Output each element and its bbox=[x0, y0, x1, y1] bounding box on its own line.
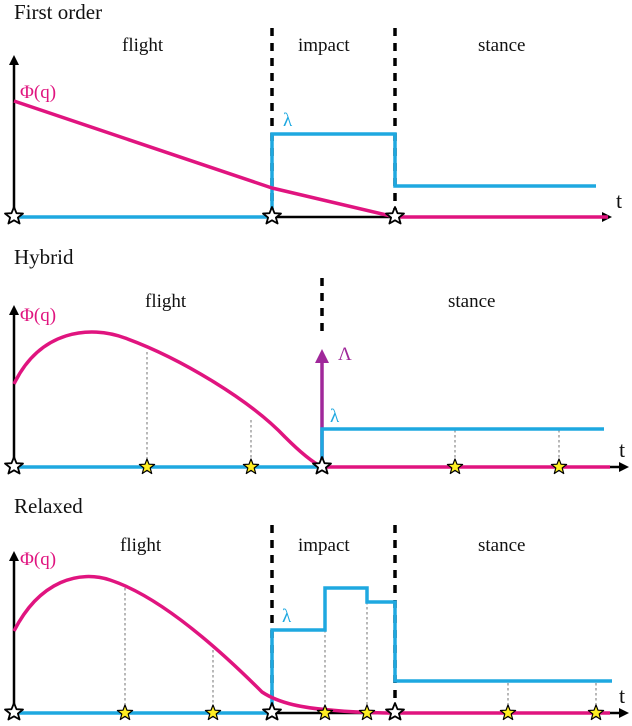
star-marker bbox=[116, 704, 134, 721]
panel-relaxed: Relaxed flight impact stance t Φ(q) λ bbox=[4, 494, 629, 721]
star-marker bbox=[4, 456, 24, 475]
phase-label-stance: stance bbox=[478, 35, 525, 56]
phi-curve bbox=[13, 99, 608, 219]
phase-label-impact: impact bbox=[298, 35, 350, 56]
star-marker bbox=[262, 702, 282, 721]
phi-curve bbox=[12, 330, 610, 469]
phase-label-flight: flight bbox=[145, 291, 187, 312]
impulse-label: Λ bbox=[338, 344, 352, 365]
phase-label-flight: flight bbox=[122, 35, 164, 56]
time-axis-label: t bbox=[619, 437, 625, 462]
lambda-curve bbox=[14, 132, 596, 219]
star-marker bbox=[385, 206, 405, 225]
star-marker bbox=[262, 206, 282, 225]
time-axis-label: t bbox=[619, 683, 625, 708]
star-marker bbox=[316, 704, 334, 721]
star-marker bbox=[204, 704, 222, 721]
star-marker bbox=[499, 704, 517, 721]
star-marker bbox=[4, 206, 24, 225]
panel-title: Relaxed bbox=[14, 494, 83, 518]
panel-hybrid: Hybrid flight stance t Λ Φ(q) λ bbox=[4, 245, 629, 475]
panel-title: First order bbox=[14, 0, 102, 24]
star-marker bbox=[312, 456, 332, 475]
star-marker bbox=[242, 458, 260, 475]
lambda-label: λ bbox=[330, 406, 340, 427]
lambda-label: λ bbox=[282, 606, 292, 627]
lambda-label: λ bbox=[283, 110, 293, 131]
phase-label-stance: stance bbox=[478, 535, 525, 556]
phase-label-stance: stance bbox=[448, 291, 495, 312]
panel-title: Hybrid bbox=[14, 245, 74, 269]
star-marker bbox=[138, 458, 156, 475]
star-marker bbox=[446, 458, 464, 475]
phi-label: Φ(q) bbox=[20, 305, 56, 326]
star-marker bbox=[4, 702, 24, 721]
lambda-curve bbox=[14, 427, 604, 469]
phase-label-impact: impact bbox=[298, 535, 350, 556]
panel-first-order: First order flight impact stance t Φ(q) … bbox=[4, 0, 622, 225]
phi-label: Φ(q) bbox=[20, 549, 56, 570]
star-marker bbox=[385, 702, 405, 721]
phi-label: Φ(q) bbox=[20, 82, 56, 103]
star-marker bbox=[587, 704, 605, 721]
phi-curve bbox=[12, 574, 610, 715]
time-axis-label: t bbox=[616, 188, 622, 213]
lambda-curve bbox=[14, 586, 612, 715]
star-marker bbox=[358, 704, 376, 721]
star-marker bbox=[550, 458, 568, 475]
phase-label-flight: flight bbox=[120, 535, 162, 556]
